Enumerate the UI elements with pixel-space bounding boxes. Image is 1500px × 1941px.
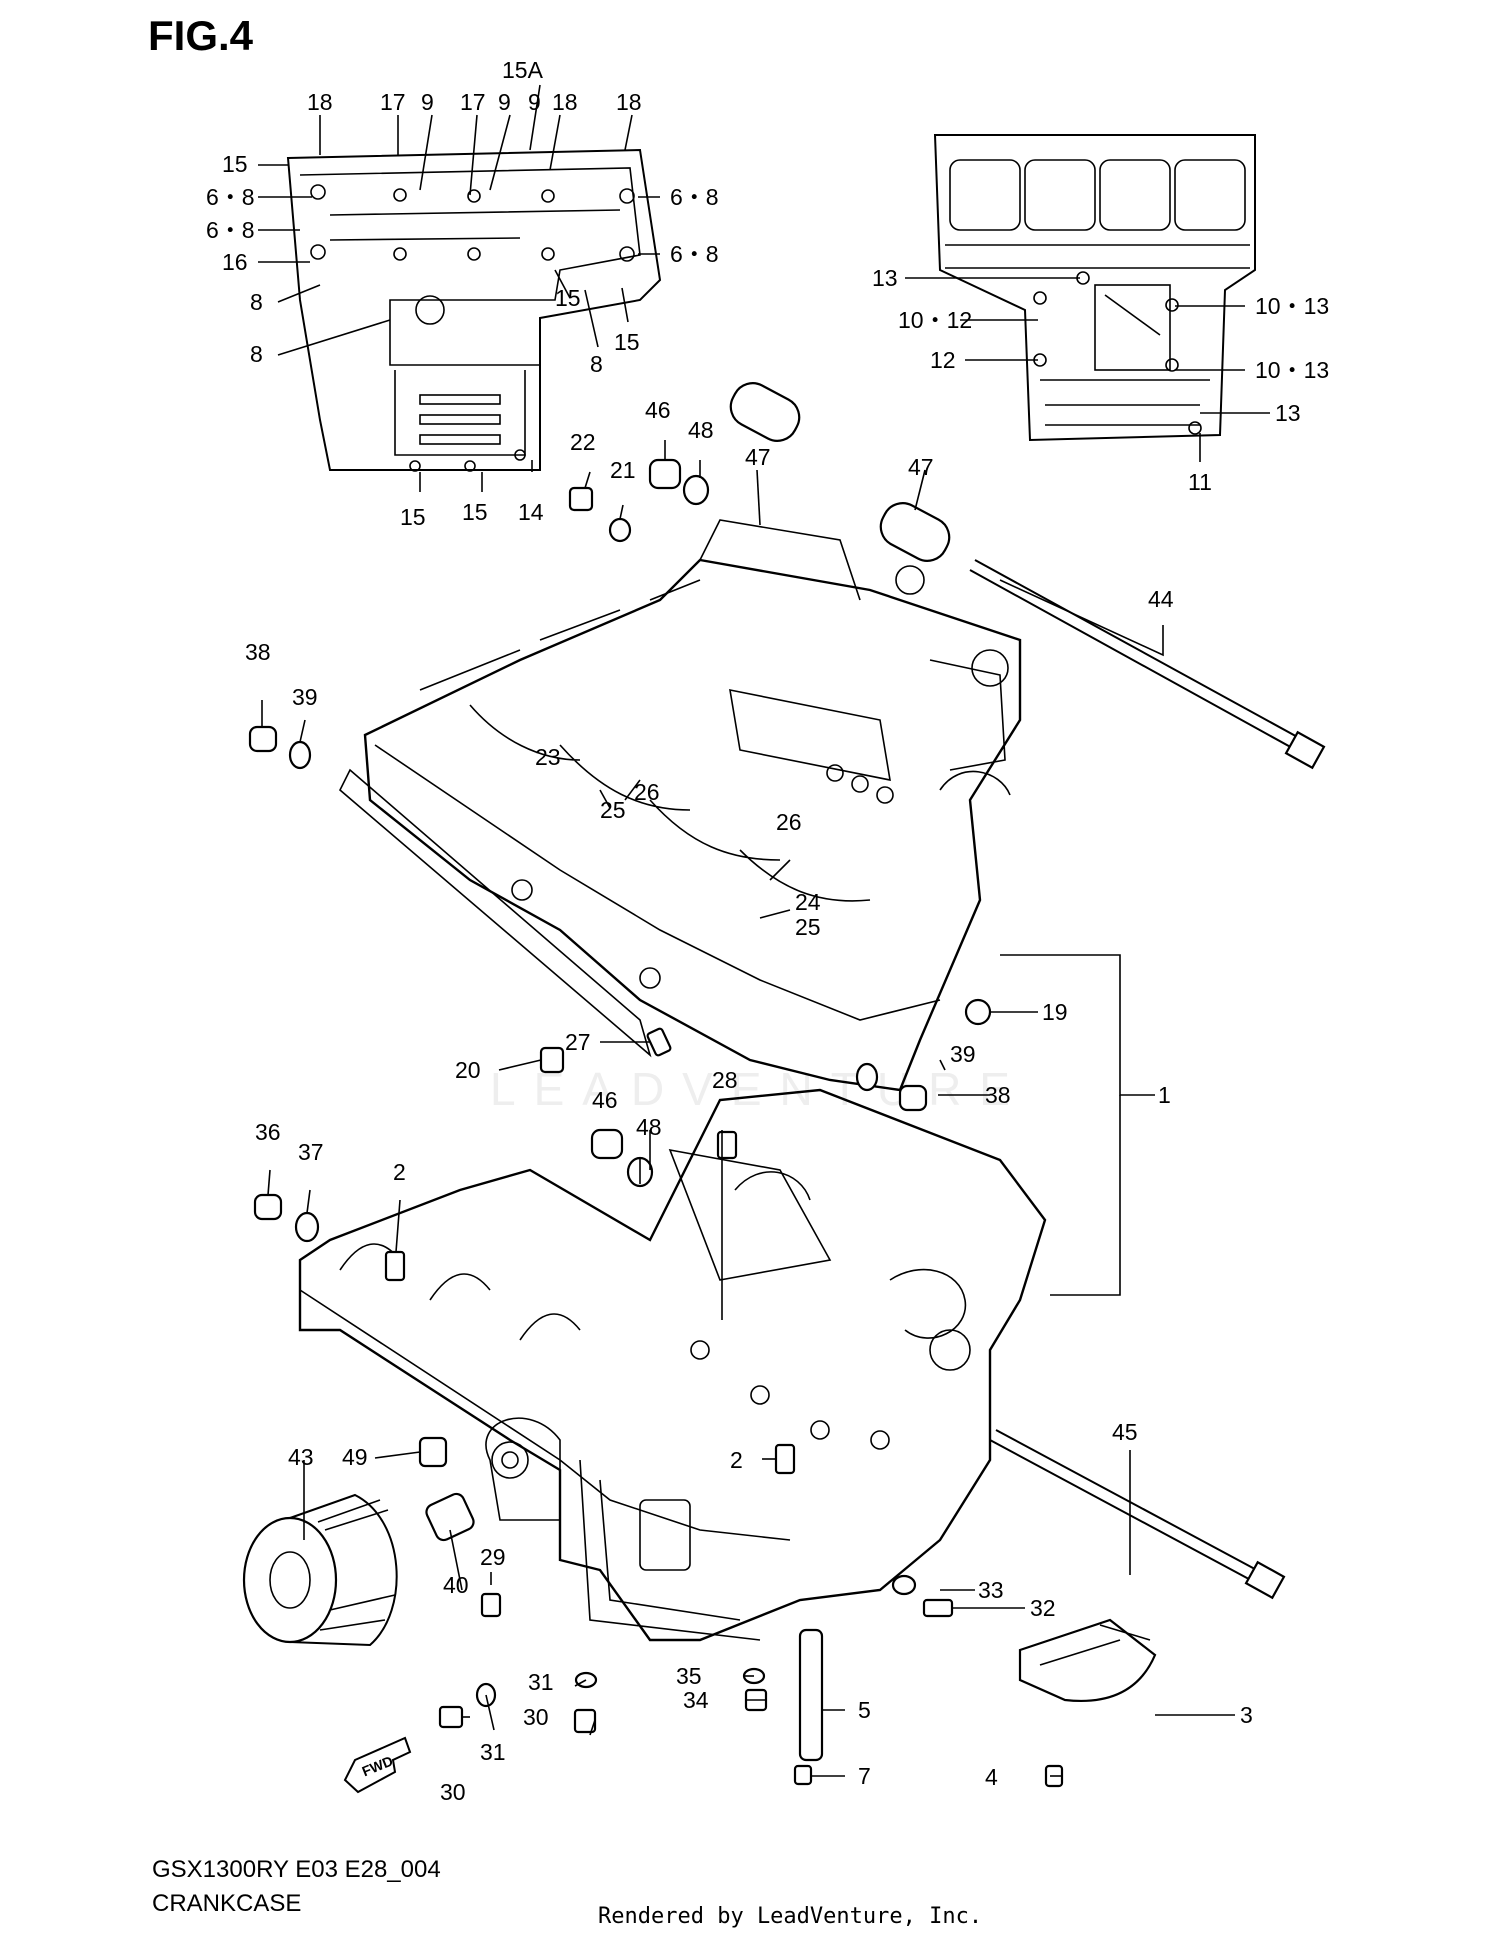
callout-46: 46 — [592, 1087, 618, 1113]
callout-15: 15 — [222, 151, 248, 177]
render-credit: Rendered by LeadVenture, Inc. — [598, 1904, 983, 1929]
figure-title: FIG.4 — [148, 12, 254, 59]
callout-9: 9 — [498, 89, 511, 115]
callout-10-12: 10・12 — [898, 307, 972, 333]
callout-33: 33 — [978, 1577, 1004, 1603]
callout-18: 18 — [552, 89, 578, 115]
callout-34: 34 — [683, 1687, 709, 1713]
callout-37: 37 — [298, 1139, 324, 1165]
callout-44: 44 — [1148, 586, 1174, 612]
callout-9: 9 — [421, 89, 434, 115]
callout-30: 30 — [523, 1704, 549, 1730]
callout-29: 29 — [480, 1544, 506, 1570]
callout-48: 48 — [688, 417, 714, 443]
callout-27: 27 — [565, 1029, 591, 1055]
callout-6-8: 6・8 — [206, 217, 255, 243]
callout-18: 18 — [616, 89, 642, 115]
callout-3: 3 — [1240, 1702, 1253, 1728]
upper-case-bolt-view — [933, 134, 1256, 442]
callout-21: 21 — [610, 457, 636, 483]
lower-case-bolt-view — [286, 148, 662, 472]
callout-17: 17 — [460, 89, 486, 115]
callout-16: 16 — [222, 249, 248, 275]
callout-4: 4 — [985, 1764, 998, 1790]
callout-6-8: 6・8 — [670, 184, 719, 210]
callout-6-8: 6・8 — [670, 241, 719, 267]
callout-31: 31 — [480, 1739, 506, 1765]
callout-7: 7 — [858, 1763, 871, 1789]
callout-47: 47 — [908, 454, 934, 480]
callout-32: 32 — [1030, 1595, 1056, 1621]
small-parts: FWD — [242, 382, 1326, 1794]
callout-31: 31 — [528, 1669, 554, 1695]
callout-24: 24 — [795, 889, 821, 915]
callout-10-13: 10・13 — [1255, 357, 1329, 383]
callout-46: 46 — [645, 397, 671, 423]
callout-48: 48 — [636, 1114, 662, 1140]
callout-15a: 15A — [502, 57, 544, 83]
callout-38: 38 — [245, 639, 271, 665]
lower-crankcase — [298, 1088, 1047, 1642]
callout-11: 11 — [1188, 469, 1212, 495]
callout-5: 5 — [858, 1697, 871, 1723]
callout-19: 19 — [1042, 999, 1068, 1025]
callout-25: 25 — [795, 914, 821, 940]
callout-18: 18 — [307, 89, 333, 115]
callout-13: 13 — [1275, 400, 1301, 426]
callout-39: 39 — [950, 1041, 976, 1067]
leader-lines — [258, 84, 1270, 1777]
callout-26: 26 — [634, 779, 660, 805]
callout-17: 17 — [380, 89, 406, 115]
callout-26: 26 — [776, 809, 802, 835]
callout-39: 39 — [292, 684, 318, 710]
callout-8: 8 — [590, 351, 603, 377]
callout-40: 40 — [443, 1572, 469, 1598]
callout-2: 2 — [393, 1159, 406, 1185]
callout-1: 1 — [1158, 1082, 1171, 1108]
upper-crankcase — [339, 519, 1022, 1092]
callout-47: 47 — [745, 444, 771, 470]
callout-9: 9 — [528, 89, 541, 115]
callout-2: 2 — [730, 1447, 743, 1473]
fwd-arrow-icon — [343, 1736, 412, 1794]
callout-22: 22 — [570, 429, 596, 455]
callout-15: 15 — [614, 329, 640, 355]
callout-49: 49 — [342, 1444, 368, 1470]
callout-8: 8 — [250, 289, 263, 315]
callout-36: 36 — [255, 1119, 281, 1145]
callout-23: 23 — [535, 744, 561, 770]
section-name: CRANKCASE — [152, 1890, 302, 1917]
callout-8: 8 — [250, 341, 263, 367]
callout-15: 15 — [462, 499, 488, 525]
callout-12: 12 — [930, 347, 956, 373]
callout-43: 43 — [288, 1444, 314, 1470]
callout-6-8: 6・8 — [206, 184, 255, 210]
callout-20: 20 — [455, 1057, 481, 1083]
callout-45: 45 — [1112, 1419, 1138, 1445]
callout-14: 14 — [518, 499, 544, 525]
callout-13: 13 — [872, 265, 898, 291]
callout-10-13: 10・13 — [1255, 293, 1329, 319]
callout-35: 35 — [676, 1663, 702, 1689]
callout-15: 15 — [400, 504, 426, 530]
callout-15: 15 — [555, 285, 581, 311]
callout-38: 38 — [985, 1082, 1011, 1108]
callout-25: 25 — [600, 797, 626, 823]
callout-labels: 18 17 9 17 15A 9 9 18 18 15 6・8 6・8 16 8… — [206, 57, 1329, 1805]
model-code: GSX1300RY E03 E28_004 — [152, 1856, 441, 1883]
callout-28: 28 — [712, 1067, 738, 1093]
callout-30: 30 — [440, 1779, 466, 1805]
